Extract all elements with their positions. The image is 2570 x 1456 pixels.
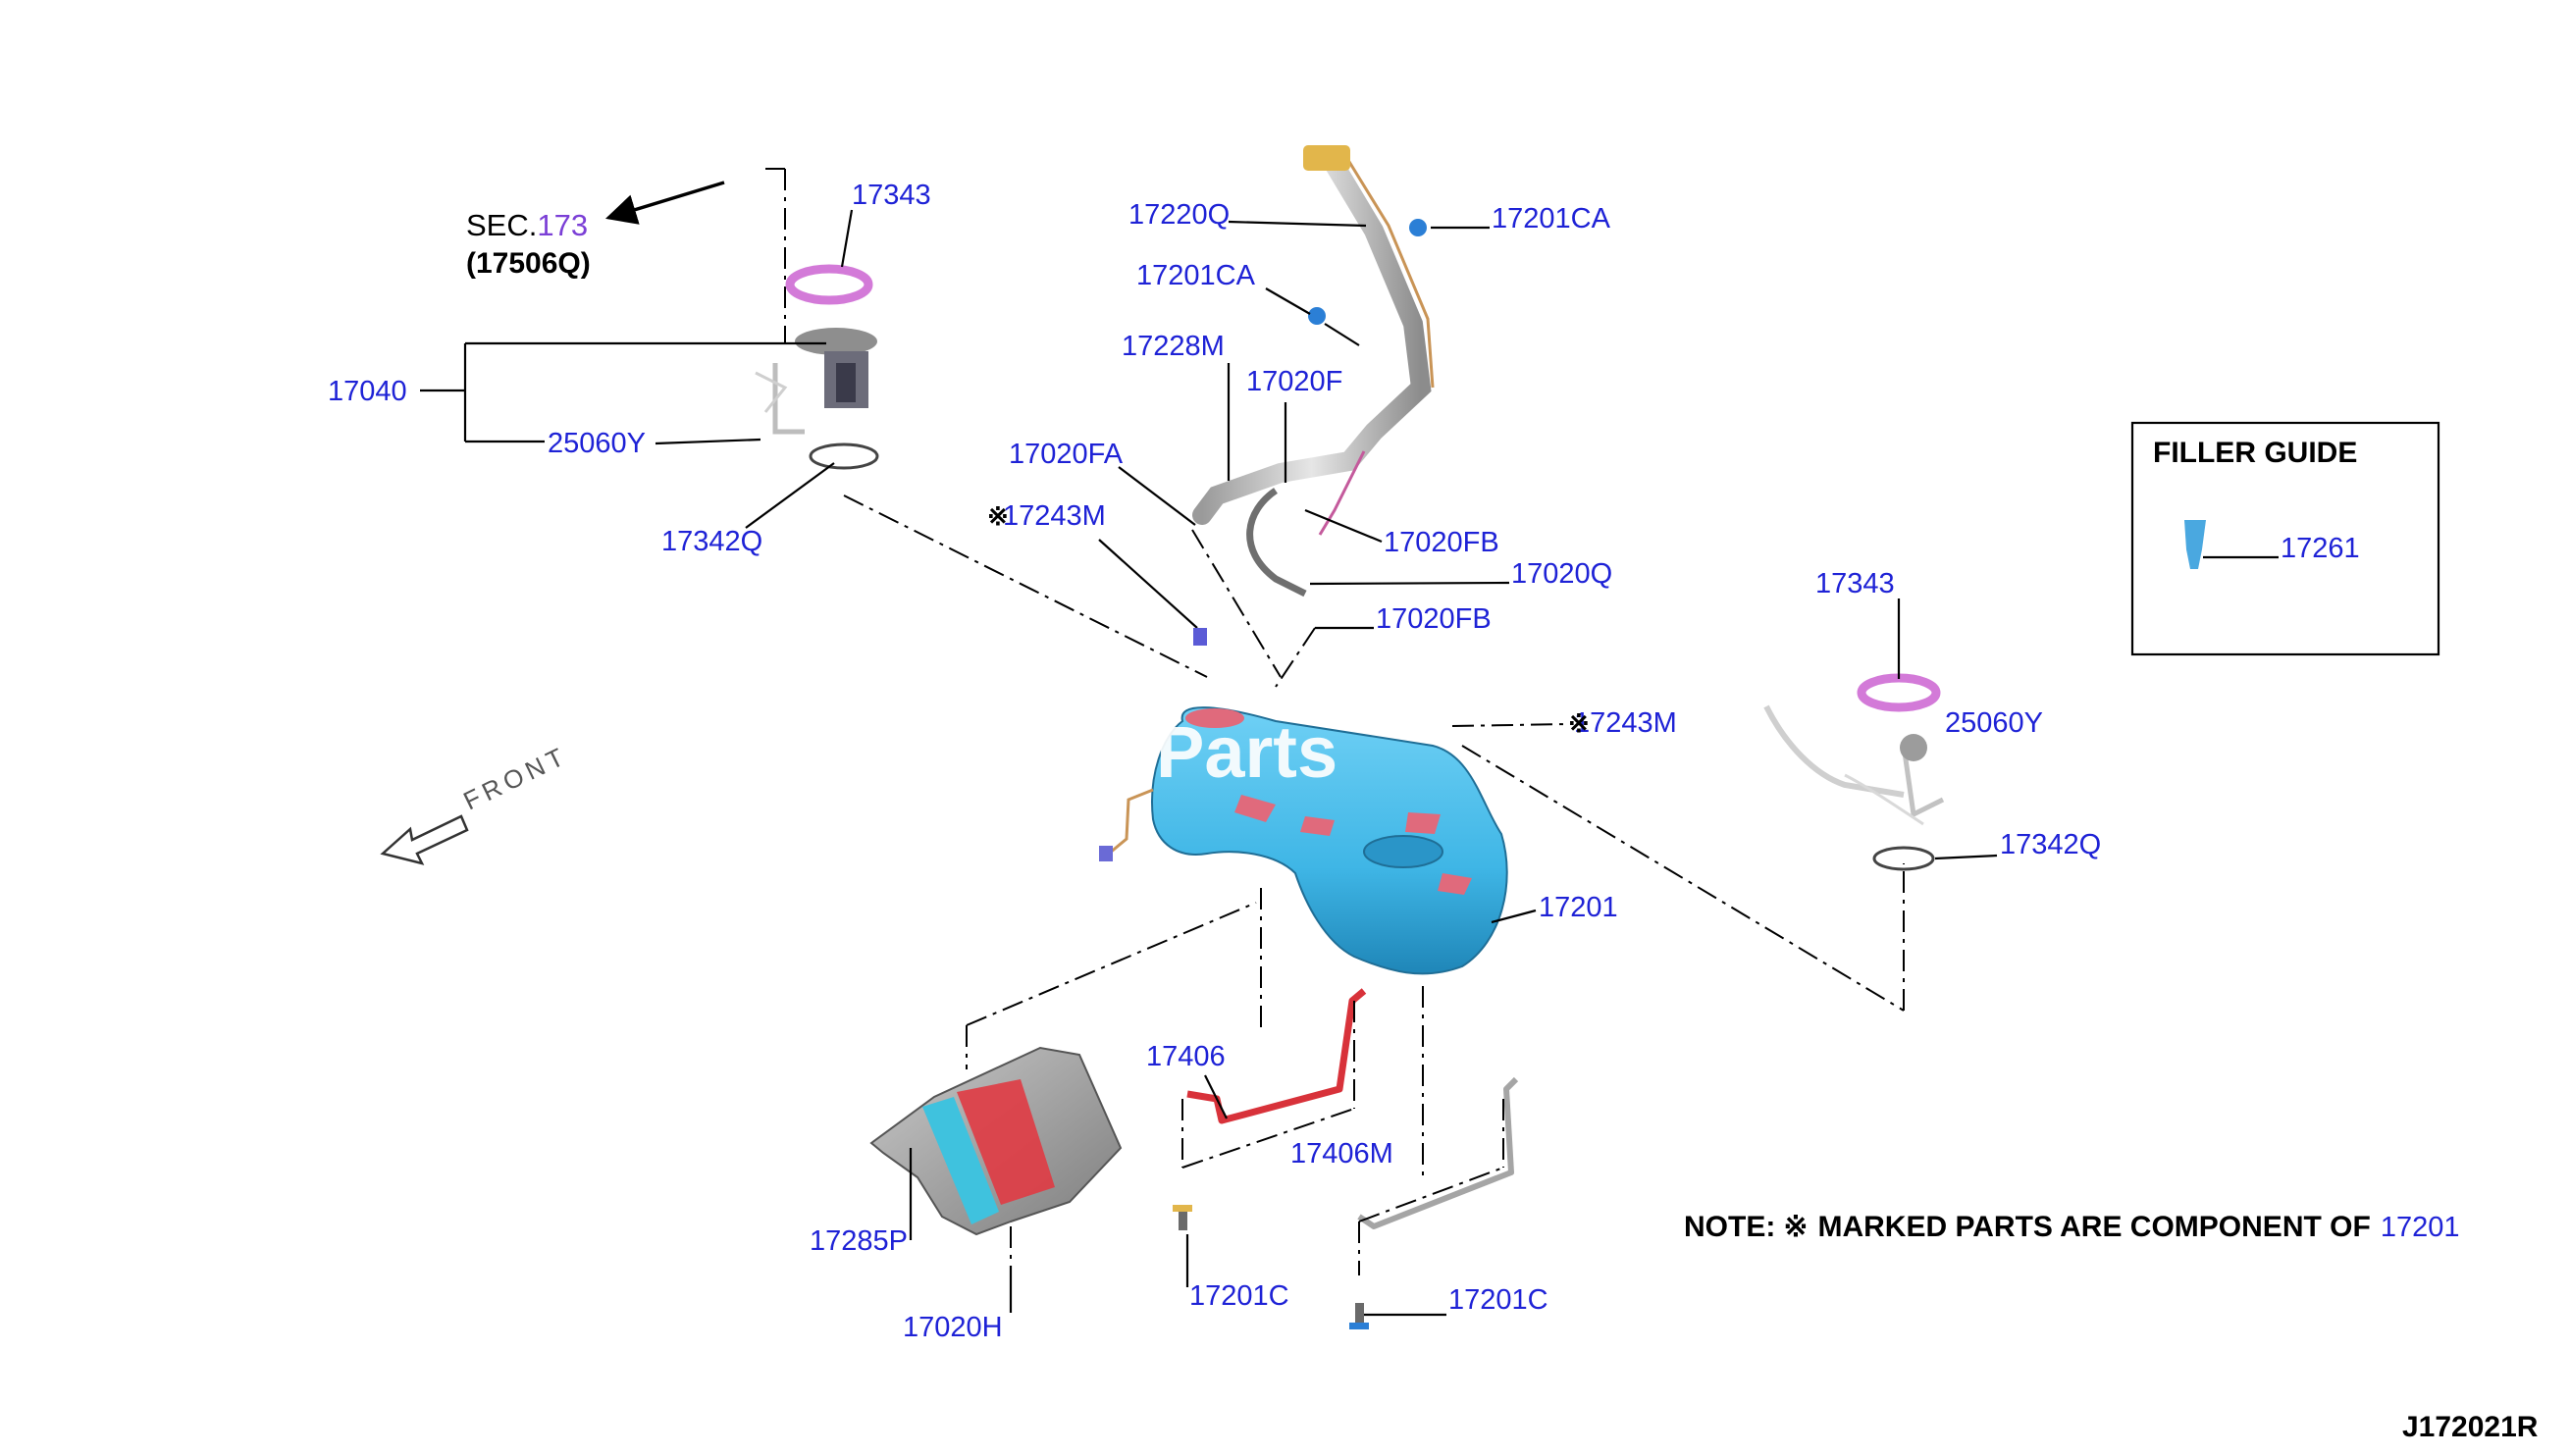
label-25060y-left[interactable]: 25060Y (548, 428, 646, 459)
label-17020fa[interactable]: 17020FA (1009, 439, 1124, 470)
sec-prefix: SEC. (466, 208, 537, 242)
gasket-ring-icon[interactable] (785, 264, 873, 305)
label-17285p[interactable]: 17285P (810, 1225, 908, 1257)
note-part-link[interactable]: 17201 (2381, 1212, 2460, 1243)
label-17201c-left[interactable]: 17201C (1189, 1280, 1289, 1312)
front-direction-indicator: FRONT (380, 740, 573, 865)
label-17020h[interactable]: 17020H (903, 1312, 1003, 1343)
o-ring-icon[interactable] (1872, 846, 1935, 871)
sender-unit-icon[interactable] (1763, 704, 1945, 826)
bolt-icon[interactable] (1349, 1303, 1369, 1329)
label-17343-left[interactable]: 17343 (852, 180, 931, 211)
svg-text:SEC.173: SEC.173 (466, 208, 588, 242)
component-mark: ※ (987, 501, 1009, 531)
label-17201c-right[interactable]: 17201C (1448, 1284, 1548, 1316)
section-reference: SEC.173 (17506Q) (466, 181, 725, 280)
left-pump-group: 17343 17040 25060Y 17342Q (328, 168, 1208, 678)
fuel-tank-strap-icon[interactable] (1186, 988, 1367, 1124)
label-17020f[interactable]: 17020F (1246, 366, 1342, 397)
label-17228m[interactable]: 17228M (1122, 331, 1225, 362)
label-25060y-right[interactable]: 25060Y (1945, 707, 2043, 739)
label-17040[interactable]: 17040 (328, 376, 407, 407)
label-17261[interactable]: 17261 (2281, 533, 2360, 564)
valve-icon[interactable] (1193, 628, 1207, 646)
label-17243m-left[interactable]: 17243M (1003, 500, 1106, 532)
label-17201ca-top[interactable]: 17201CA (1492, 203, 1611, 234)
filler-guide-title: FILLER GUIDE (2153, 437, 2357, 469)
sec-arrow (604, 181, 725, 225)
filler-neck-cap-icon (1303, 145, 1350, 171)
front-label: FRONT (458, 740, 572, 815)
sec-number-link[interactable]: 173 (537, 208, 588, 242)
heat-shield-icon[interactable] (869, 1046, 1123, 1236)
fuel-tank-icon[interactable] (1099, 706, 1508, 975)
label-17406m[interactable]: 17406M (1290, 1138, 1393, 1170)
filler-guide-box: FILLER GUIDE 17261 (2130, 421, 2440, 656)
bolt-icon[interactable] (1173, 1205, 1192, 1230)
front-arrow-icon (380, 814, 469, 865)
label-17201[interactable]: 17201 (1539, 892, 1618, 923)
label-17342q-left[interactable]: 17342Q (661, 526, 762, 557)
centerline-pump-to-tank (843, 494, 1208, 678)
lower-components: 17285P 17020H 17406 17406M 17201C 17201C (810, 888, 1548, 1343)
gasket-ring-icon[interactable] (1857, 673, 1941, 712)
label-17343-right[interactable]: 17343 (1815, 568, 1895, 599)
filler-guide-icon[interactable] (2184, 520, 2206, 569)
clamp-icon[interactable] (1409, 219, 1427, 236)
note-prefix: NOTE: (1684, 1211, 1775, 1243)
diagram-code: J172021R (2402, 1411, 2539, 1443)
label-17020q[interactable]: 17020Q (1511, 558, 1612, 590)
component-mark: ※ (1568, 708, 1590, 738)
label-17020fb-lower[interactable]: 17020FB (1376, 603, 1492, 635)
filler-tube-icon[interactable] (1192, 145, 1435, 598)
filler-tube-group: 17220Q 17201CA 17201CA 17228M 17020F 170… (987, 145, 1612, 688)
sec-sub-part: (17506Q) (466, 247, 591, 280)
label-17342q-right[interactable]: 17342Q (2000, 829, 2101, 860)
label-17220q[interactable]: 17220Q (1128, 199, 1230, 231)
label-17243m-right[interactable]: 17243M (1574, 707, 1677, 739)
fuel-tank-strap-icon[interactable] (1357, 1076, 1519, 1229)
label-17201ca-mid[interactable]: 17201CA (1136, 260, 1256, 291)
label-17020fb-upper[interactable]: 17020FB (1384, 527, 1499, 558)
right-pump-group: 17343 17243M ※ 25060Y 17342Q (1451, 568, 2101, 1012)
note-mark: ※ (1783, 1211, 1808, 1243)
label-17406[interactable]: 17406 (1146, 1041, 1226, 1072)
fuel-pump-module-icon[interactable] (755, 328, 877, 435)
clamp-icon[interactable] (1308, 307, 1326, 325)
note-text: MARKED PARTS ARE COMPONENT OF (1817, 1211, 2370, 1243)
note: NOTE:※ MARKED PARTS ARE COMPONENT OF 17201 (1684, 1211, 2459, 1243)
watermark: Parts (1156, 711, 1337, 793)
o-ring-icon[interactable] (809, 442, 879, 470)
